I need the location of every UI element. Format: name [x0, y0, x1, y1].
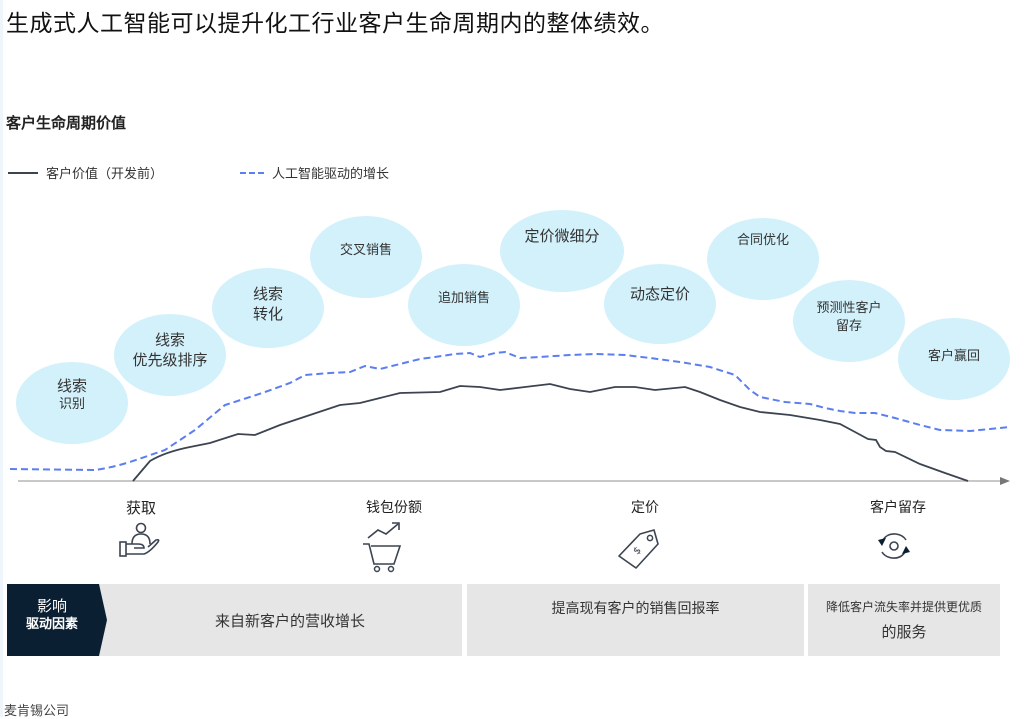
bubble-line1: 交叉销售 [339, 243, 392, 258]
bubble-predictive-retention: 预测性客户 留存 [793, 280, 905, 362]
impact-label-line1: 影响 [36, 597, 67, 615]
driver-text: 来自新客户的营收增长 [214, 611, 365, 630]
bubble-lead-identification: 线索 识别 [16, 362, 128, 444]
dashed-line-swatch-icon [240, 171, 264, 174]
ai-growth-dashed-line [9, 350, 1011, 472]
impact-drivers-label: 影响 驱动因素 [7, 584, 107, 656]
cart-trend-up-icon [363, 522, 402, 573]
legend-item-solid: 客户价值（开发前） [8, 163, 163, 182]
page-title: 生成式人工智能可以提升化工行业客户生命周期内的整体绩效。 [6, 11, 664, 37]
impact-label-line2: 驱动因素 [25, 617, 78, 633]
legend-dashed-label: 人工智能驱动的增长 [272, 167, 390, 182]
bubble-line1: 线索 [154, 331, 185, 349]
driver-text-2: 的服务 [881, 623, 927, 641]
hand-holding-person-icon [119, 522, 160, 557]
bubble-line1: 追加销售 [437, 291, 490, 306]
bubble-line1: 合同优化 [736, 233, 789, 248]
bubble-line2: 识别 [58, 397, 85, 413]
bubble-line1: 定价微细分 [524, 227, 600, 245]
bubble-line1: 线索 [56, 377, 87, 395]
footer-source: 麦肯锡公司 [4, 704, 70, 719]
price-tag-icon: $ [618, 529, 659, 569]
chevron-label-shape-icon [7, 584, 107, 656]
driver-new-customer-revenue: 来自新客户的营收增长 [98, 584, 462, 656]
x-axis-arrow-icon [1000, 477, 1010, 485]
bubble-lead-conversion: 线索 转化 [212, 268, 324, 348]
refresh-cycle-icon [878, 533, 910, 559]
stage-retention: 客户留存 [870, 500, 926, 516]
bubble-line2: 优先级排序 [132, 351, 208, 370]
driver-text: 提高现有客户的销售回报率 [551, 601, 720, 617]
driver-text: 降低客户流失率并提供更优质 [825, 600, 982, 614]
legend-solid-label: 客户价值（开发前） [46, 167, 164, 182]
bubble-line1: 预测性客户 [816, 301, 882, 316]
stage-acquisition: 获取 [125, 499, 156, 517]
bubble-line2: 留存 [835, 318, 862, 334]
customer-value-solid-line [132, 383, 969, 482]
chart-subtitle: 客户生命周期价值 [6, 114, 127, 132]
solid-line-swatch-icon [8, 171, 38, 174]
bubble-line1: 动态定价 [629, 285, 690, 303]
bubble-pricing-microsegmentation: 定价微细分 [500, 210, 624, 292]
stage-share-of-wallet: 钱包份额 [366, 500, 422, 516]
bubble-upselling: 追加销售 [408, 264, 520, 346]
bubble-contract-optimization: 合同优化 [707, 218, 819, 300]
bubble-cross-selling: 交叉销售 [310, 216, 422, 298]
bubble-line1: 客户赢回 [927, 349, 980, 364]
driver-existing-customer-return: 提高现有客户的销售回报率 [467, 584, 804, 656]
driver-reduce-churn: 降低客户流失率并提供更优质 的服务 [808, 584, 1000, 656]
left-accent-bar [0, 0, 3, 717]
svg-text:$: $ [631, 545, 643, 557]
legend-item-dashed: 人工智能驱动的增长 [240, 163, 389, 182]
stage-pricing: 定价 [631, 500, 659, 516]
bubble-line1: 线索 [252, 285, 283, 303]
bubble-lead-prioritization: 线索 优先级排序 [114, 314, 226, 396]
bubble-customer-winback: 客户赢回 [898, 318, 1010, 400]
bubble-line2: 转化 [252, 305, 283, 324]
bubble-dynamic-pricing: 动态定价 [604, 264, 716, 344]
